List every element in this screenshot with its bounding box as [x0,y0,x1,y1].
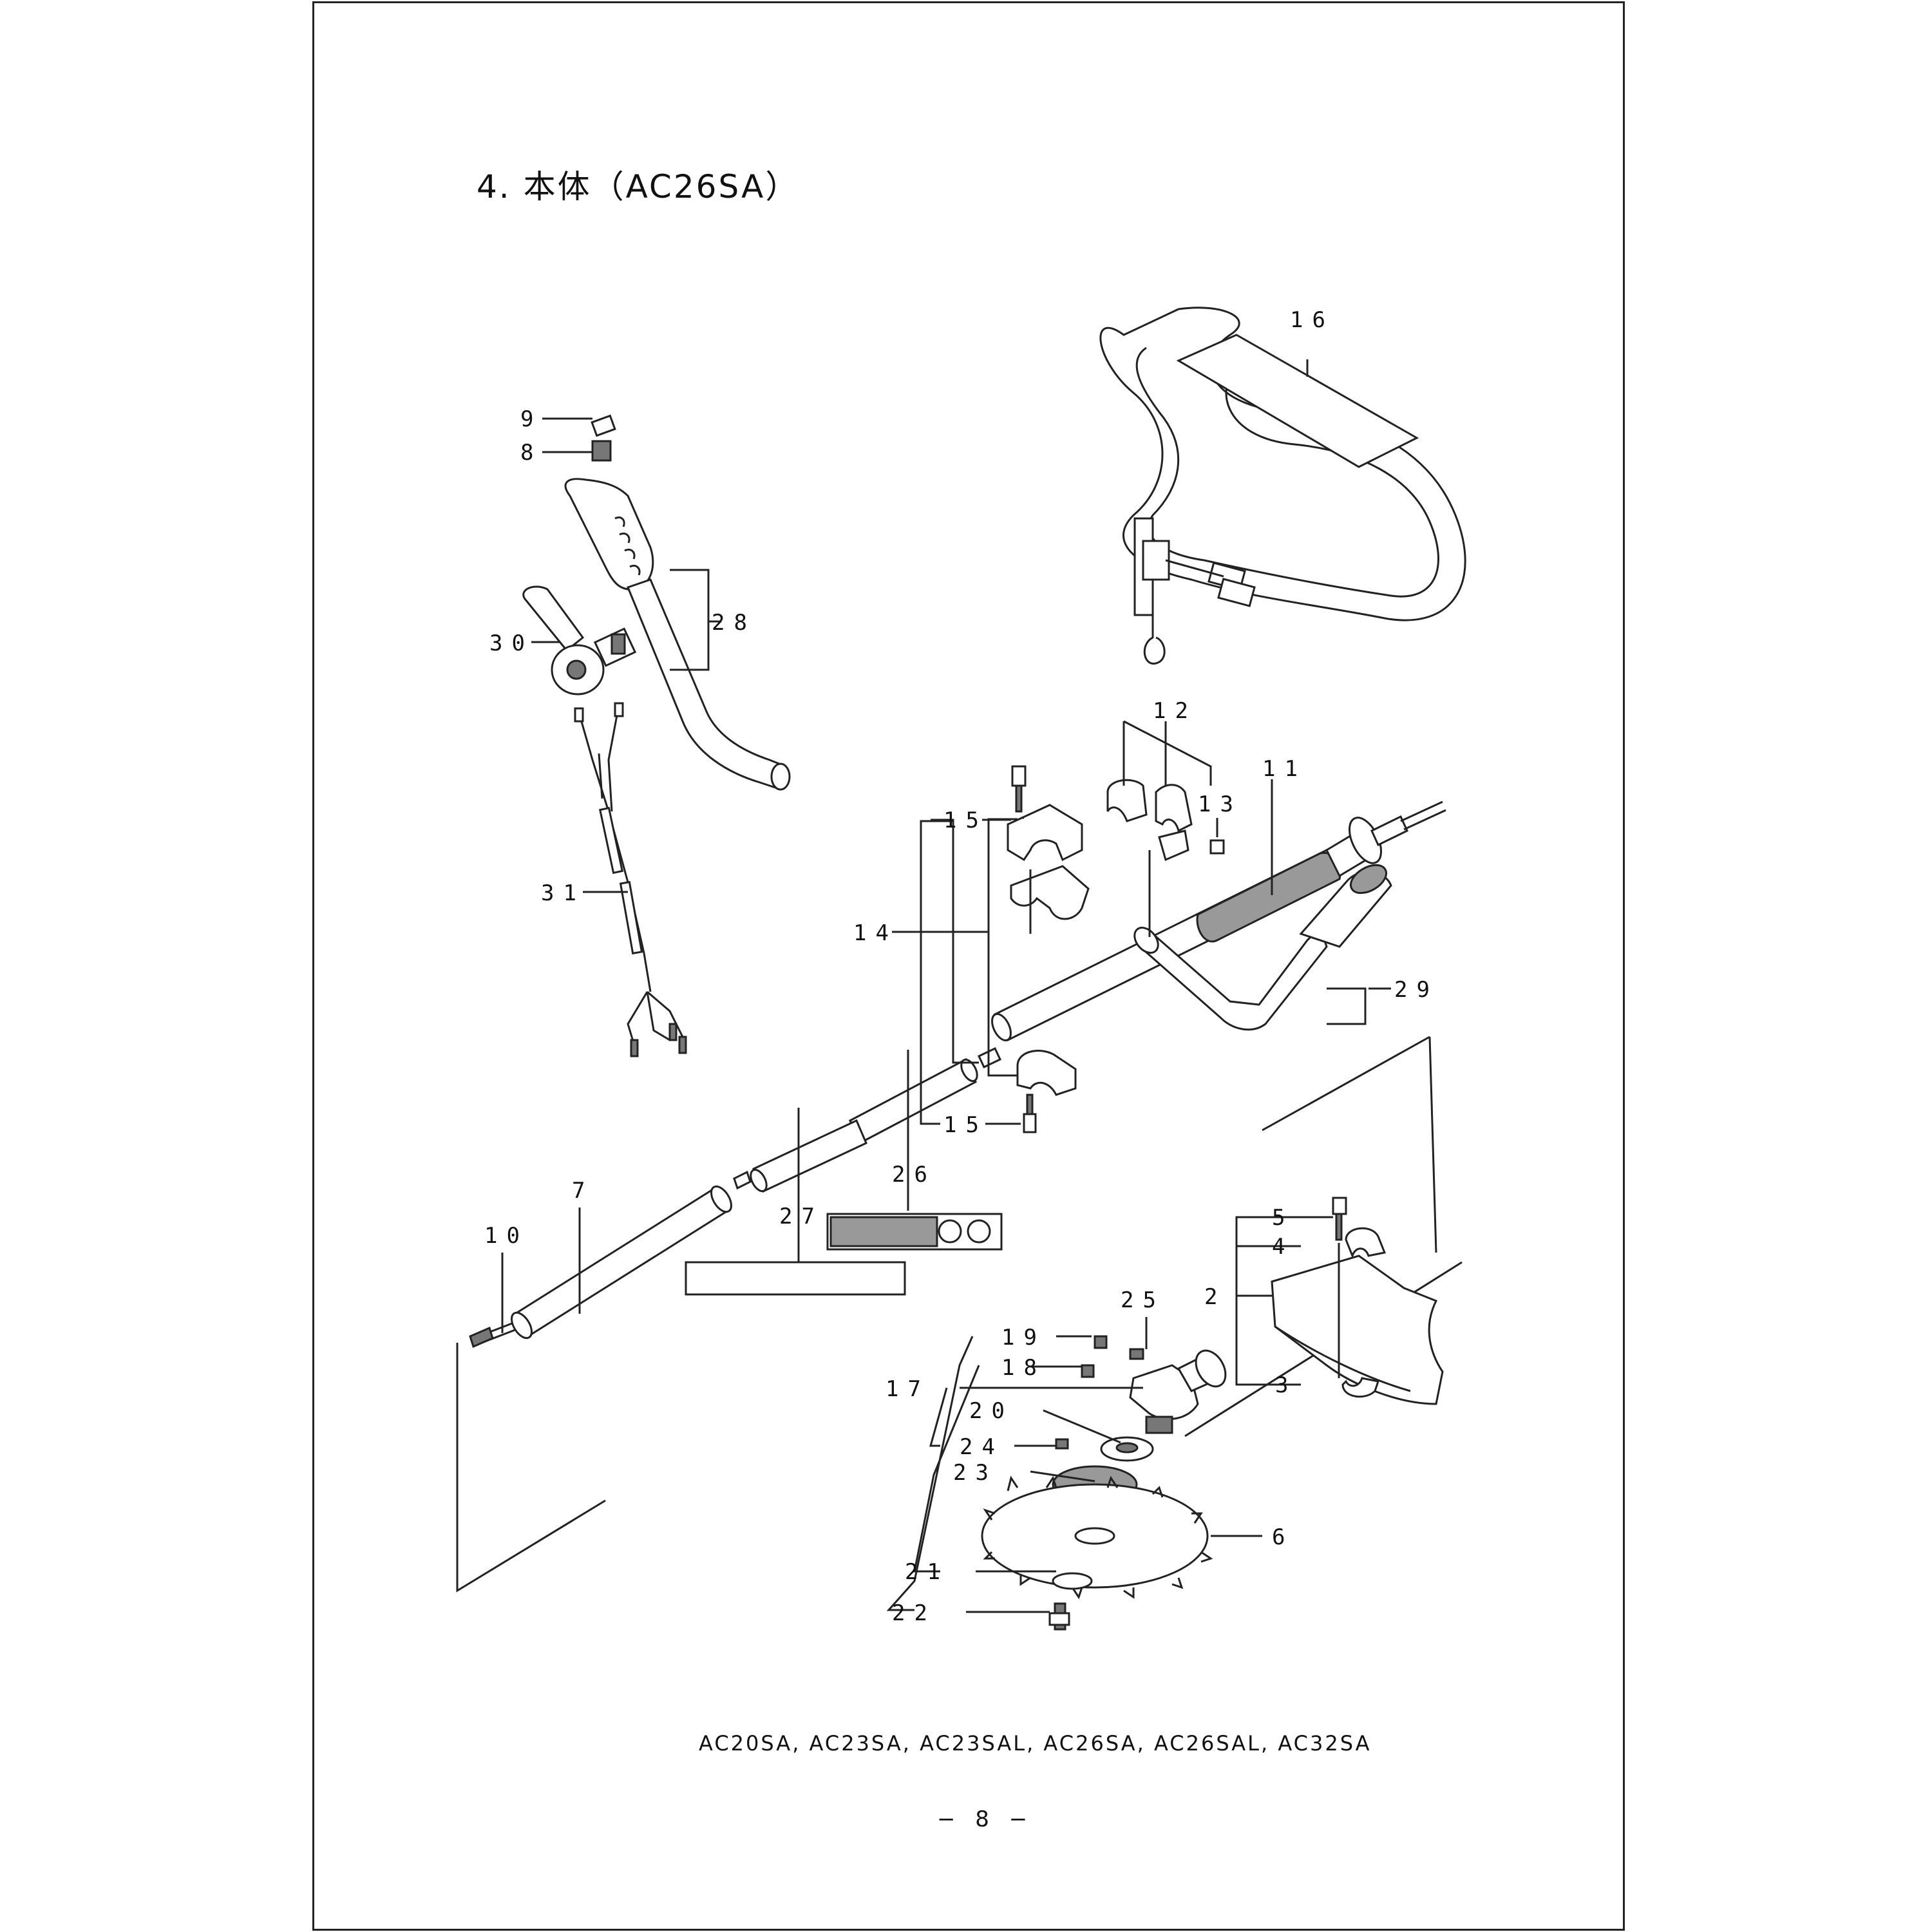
callout-19: 19 [1001,1325,1046,1350]
callout-6: 6 [1272,1524,1294,1550]
callout-18: 18 [1001,1355,1046,1381]
callout-22: 22 [892,1600,936,1626]
callout-28: 28 [712,610,756,636]
callout-12: 12 [1153,698,1197,724]
callout-8: 8 [520,440,542,466]
callout-11: 11 [1262,756,1307,782]
page-frame [312,1,1625,1931]
callout-15a: 15 [943,808,988,833]
blade-assembly [981,1436,1213,1631]
model-list: AC20SA, AC23SA, AC23SAL, AC26SA, AC26SAL… [699,1731,1372,1756]
callout-16: 16 [1290,307,1334,333]
wire-harness [574,702,687,1057]
callout-5: 5 [1272,1205,1294,1231]
handle-grip [564,414,791,791]
handle-clamps [1007,765,1090,1133]
callout-30: 30 [489,630,534,656]
callout-25: 25 [1121,1287,1165,1313]
callout-4: 4 [1272,1234,1294,1260]
callout-23: 23 [953,1460,998,1486]
throttle-lever [522,585,637,696]
callout-21: 21 [905,1559,949,1585]
loop-clamps [1106,779,1225,862]
leader-lines [456,359,1391,1613]
callout-10: 10 [484,1223,529,1249]
callout-7: 7 [572,1178,594,1204]
callout-31: 31 [541,880,585,906]
callout-20: 20 [969,1398,1014,1424]
loop-handle [1133,864,1392,1031]
shoulder-harness [1099,307,1466,665]
callout-2: 2 [1204,1284,1226,1310]
gearcase [1081,1335,1227,1434]
callout-24: 24 [960,1434,1004,1460]
callout-27: 27 [779,1204,824,1229]
section-title: 4. 本体（AC26SA） [477,168,800,205]
callout-14: 14 [853,920,898,946]
callout-3: 3 [1275,1372,1297,1398]
callout-15b: 15 [943,1112,988,1138]
page-number: − 8 − [937,1806,1034,1832]
warning-label [826,1213,1003,1251]
blade-guard [1271,1197,1444,1405]
callout-13: 13 [1198,791,1242,817]
label-27-box [685,1261,906,1296]
callout-9: 9 [520,406,542,432]
callout-29: 29 [1394,977,1439,1003]
callout-17: 17 [886,1376,930,1402]
callout-26: 26 [892,1162,936,1188]
main-pipe-assembly [469,800,1446,1349]
callout-numbers: 9 8 28 30 31 16 12 13 11 15 14 29 15 26 … [484,307,1439,1626]
